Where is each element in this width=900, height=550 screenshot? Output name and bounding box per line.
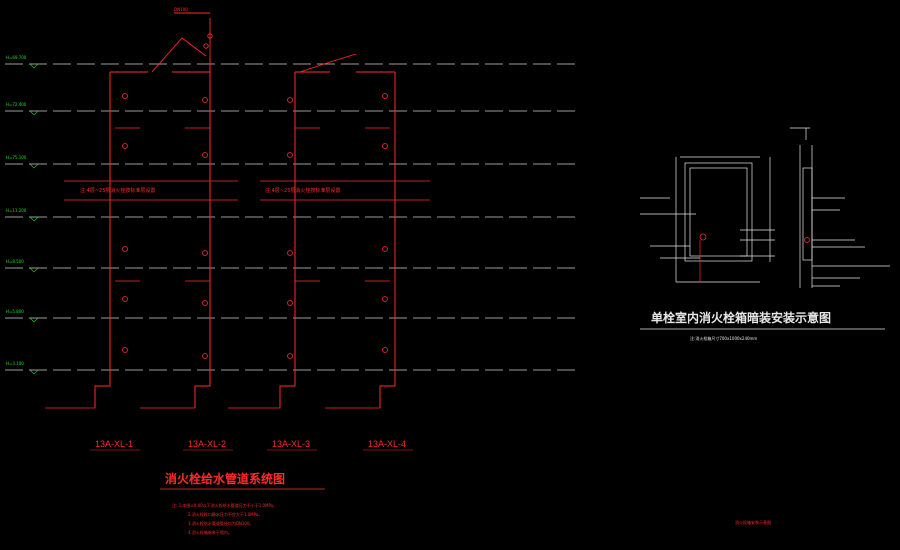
level-label: H=69.700 bbox=[6, 55, 27, 60]
level-marker: H=5.800 bbox=[6, 309, 39, 323]
level-label: H=72.400 bbox=[6, 102, 27, 107]
cabinet-detail bbox=[640, 127, 890, 288]
break-lines bbox=[64, 180, 430, 201]
riser-labels: 13A-XL-1 13A-XL-2 13A-XL-3 13A-XL-4 bbox=[95, 439, 406, 449]
top-note: DN100 bbox=[174, 7, 188, 12]
level-label: H=3.100 bbox=[6, 361, 24, 366]
system-title: 消火栓给水管道系统图 bbox=[165, 471, 285, 486]
level-label: H=11.200 bbox=[6, 208, 27, 213]
level-marker: H=3.100 bbox=[6, 361, 39, 375]
floor-level-lines bbox=[5, 63, 575, 371]
system-notes: 注: 1.本图±0.00以下消火栓给水管道压力不小于1.0MPa。 2.消火栓栓… bbox=[172, 502, 277, 535]
hydrant-symbols bbox=[122, 93, 388, 359]
note-line: 3.消火栓给水管道管径均为DN100。 bbox=[188, 520, 254, 526]
level-marker: H=69.700 bbox=[6, 55, 39, 69]
riser-label: 13A-XL-4 bbox=[368, 439, 406, 449]
detail-subtitle: 注:消火栓箱尺寸700x1000x240mm bbox=[690, 335, 757, 341]
note-line: 注: 1.本图±0.00以下消火栓给水管道压力不小于1.0MPa。 bbox=[172, 502, 277, 508]
top-connection bbox=[151, 12, 357, 73]
level-marker: H=8.500 bbox=[6, 259, 39, 273]
level-markers: H=69.700 H=72.400 H=75.100 H=11.200 H=8.… bbox=[6, 55, 39, 375]
riser-label: 13A-XL-2 bbox=[188, 439, 226, 449]
note-line: 2.消火栓栓口静水压力不应大于1.0MPa。 bbox=[188, 511, 262, 517]
level-marker: H=75.100 bbox=[6, 155, 39, 169]
level-marker: H=11.200 bbox=[6, 208, 39, 222]
riser-label: 13A-XL-3 bbox=[272, 439, 310, 449]
break-note: 注:4层~25层消火栓按标准层设置 bbox=[265, 187, 340, 194]
branch-stubs bbox=[115, 127, 390, 282]
detail-bottom-note: 消火栓箱安装示意图 bbox=[735, 519, 771, 525]
riser-label: 13A-XL-1 bbox=[95, 439, 133, 449]
level-label: H=8.500 bbox=[6, 259, 24, 264]
level-marker: H=72.400 bbox=[6, 102, 39, 116]
riser-pipes bbox=[94, 58, 396, 408]
level-label: H=5.800 bbox=[6, 309, 24, 314]
note-line: 4.消火栓箱暗装于墙内。 bbox=[188, 529, 232, 535]
level-label: H=75.100 bbox=[6, 155, 27, 160]
break-note: 注:4层~25层消火栓按标准层设置 bbox=[80, 187, 155, 194]
detail-title: 单栓室内消火栓箱暗装安装示意图 bbox=[651, 310, 831, 325]
